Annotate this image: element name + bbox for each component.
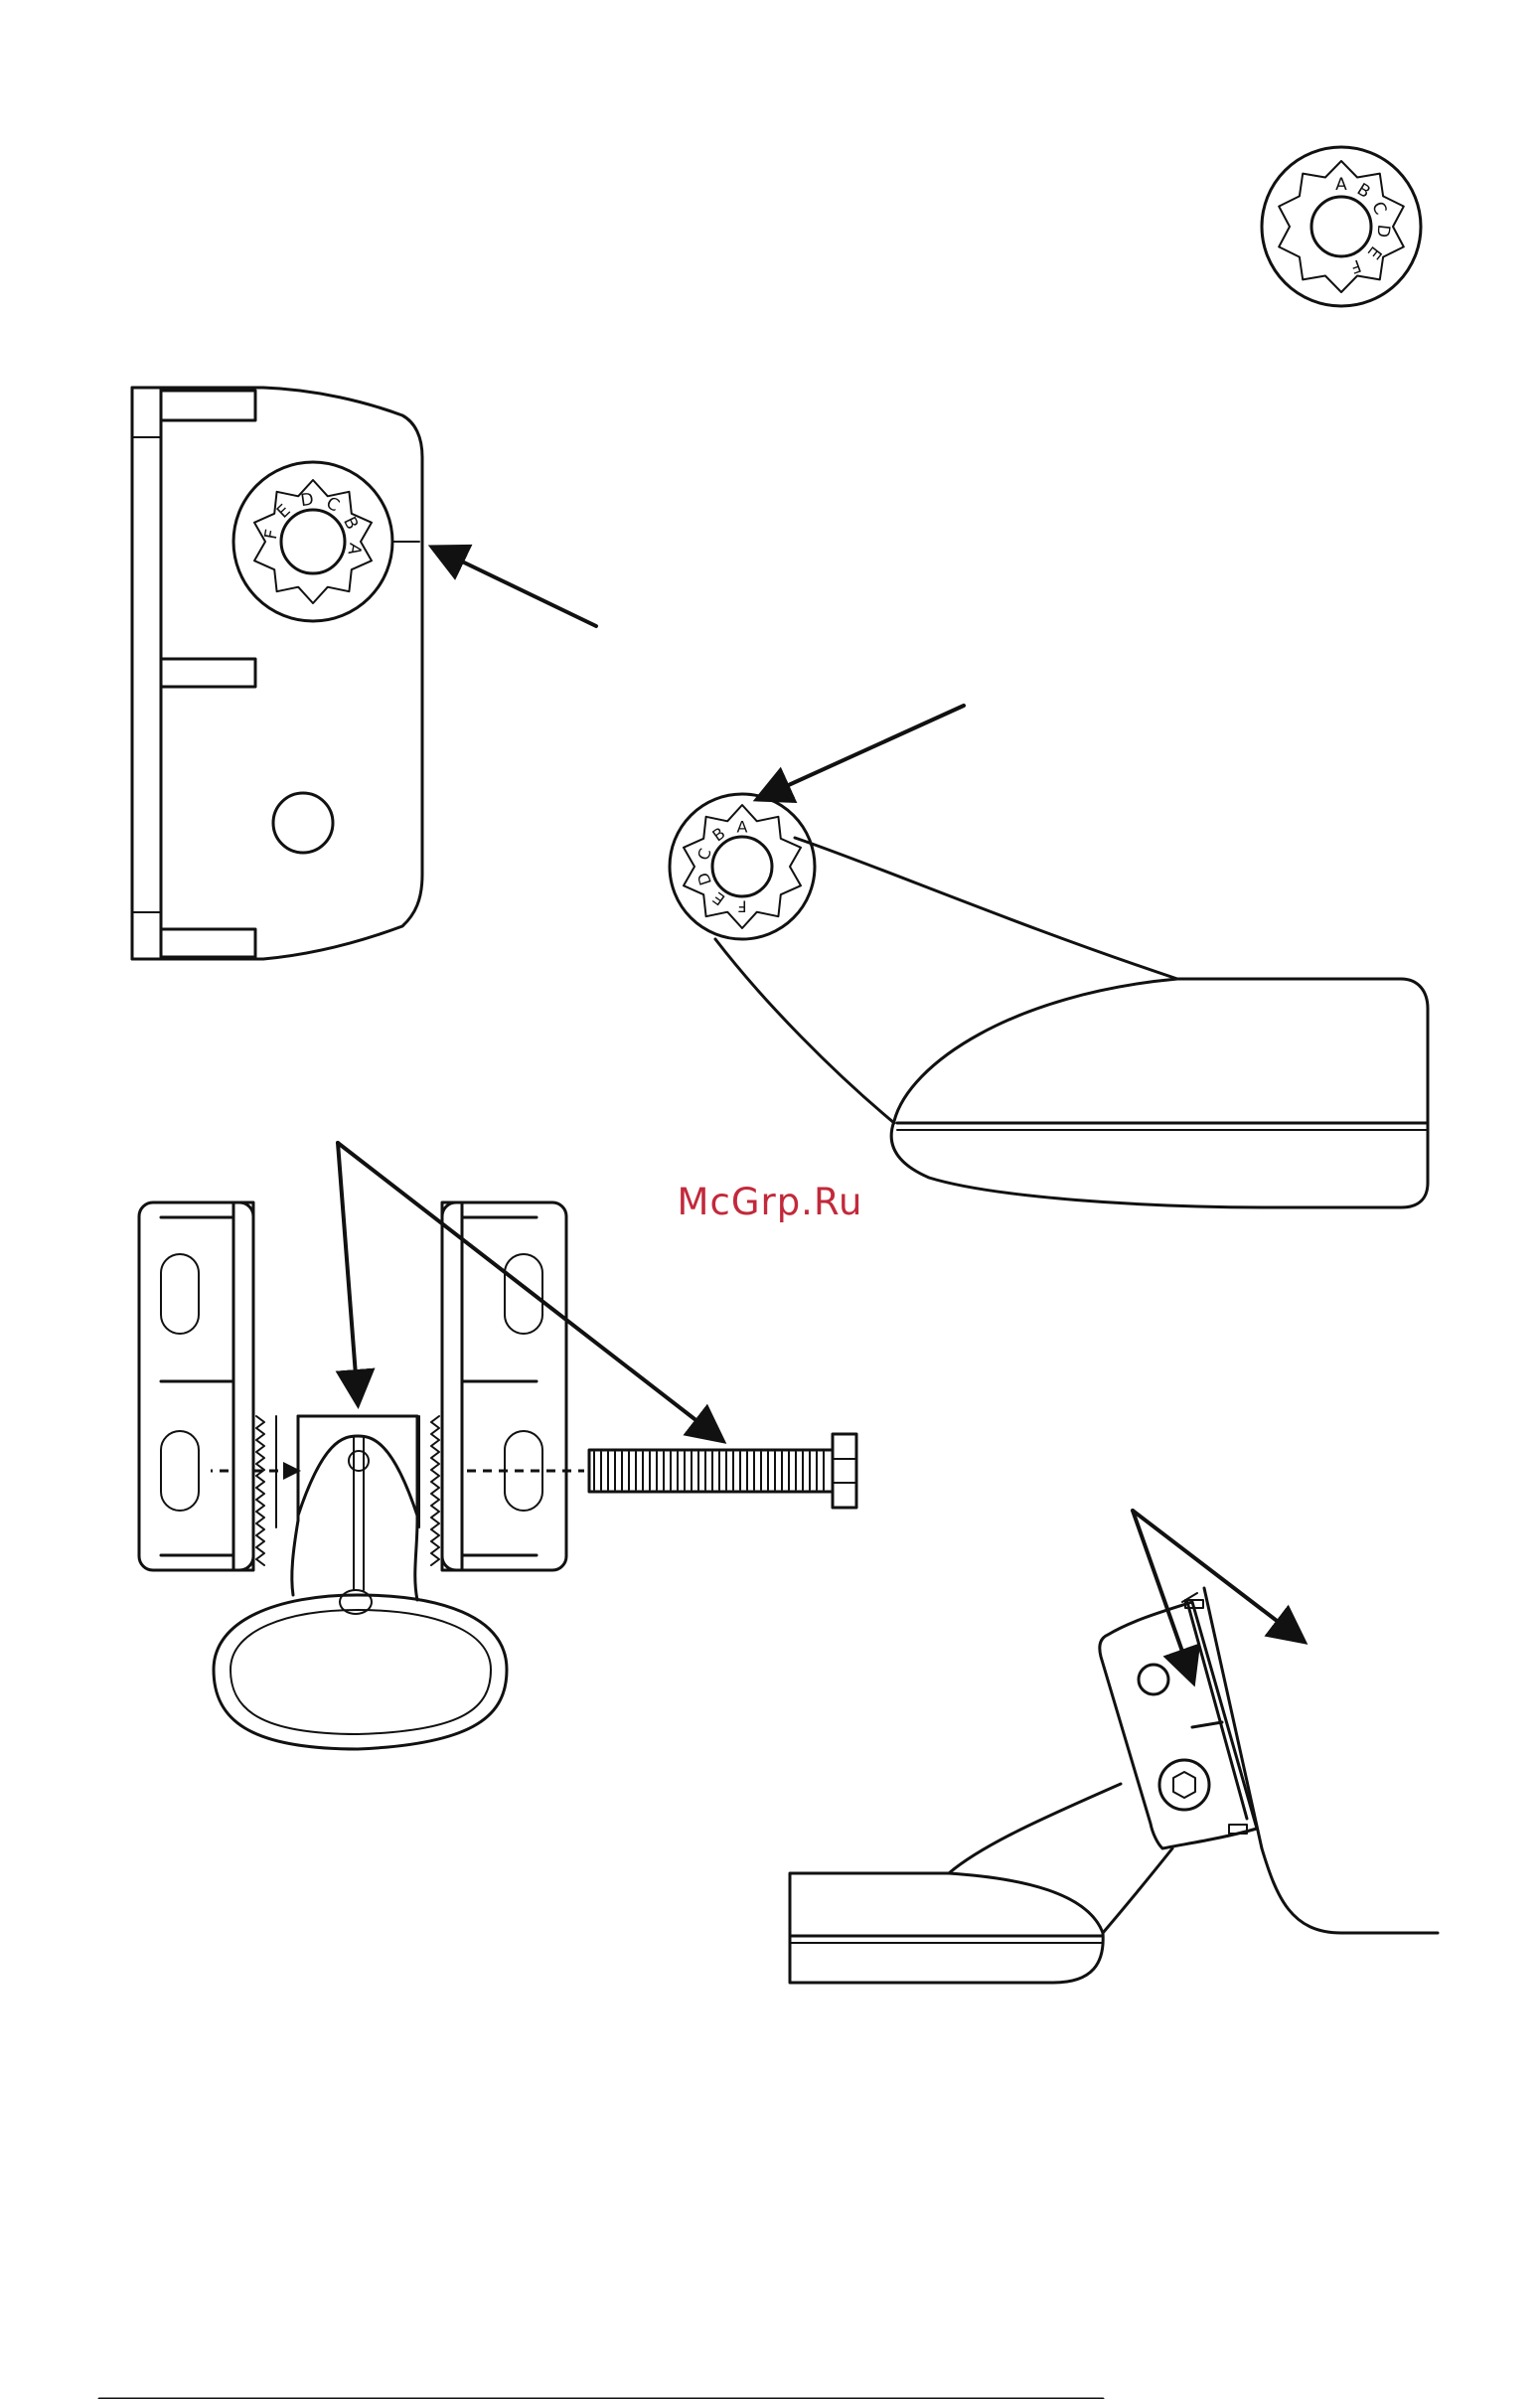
pointer-arrow-icon bbox=[1133, 1511, 1192, 1679]
ratchet-letter: A bbox=[1335, 175, 1347, 195]
ratchet-letter: C bbox=[1367, 199, 1390, 218]
ratchet-letter: D bbox=[1372, 224, 1393, 239]
ratchet-letter: D bbox=[299, 490, 315, 512]
ratchet-letter: C bbox=[693, 846, 715, 862]
ratchet-letter: F bbox=[261, 528, 282, 541]
ratchet-letter: F bbox=[1347, 254, 1363, 276]
ratchet-letter: A bbox=[737, 818, 748, 837]
pointer-arrows-installed bbox=[1133, 1511, 1302, 1679]
ratchet-letter: A bbox=[343, 542, 365, 557]
ratchet-letter: D bbox=[693, 871, 715, 888]
pointer-arrow-icon bbox=[435, 549, 596, 626]
pointer-arrow-icon bbox=[1133, 1511, 1302, 1640]
pointer-arrow-icon bbox=[760, 706, 964, 798]
exploded-assembly-view bbox=[139, 1202, 856, 1749]
transducer-installed-view bbox=[790, 1588, 1438, 1983]
ratchet-letter: F bbox=[737, 897, 746, 916]
watermark-text: McGrp.Ru bbox=[0, 1181, 1540, 1223]
